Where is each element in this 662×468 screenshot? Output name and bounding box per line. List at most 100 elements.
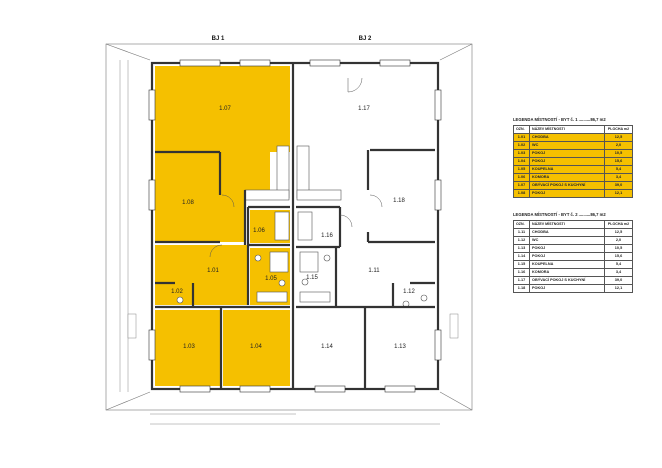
bathroom-fixtures	[176, 251, 428, 308]
legend-header-row: OZN. NÁZEV MÍSTNOSTI PLOCHA m2	[513, 125, 633, 134]
room-name: WC	[529, 141, 605, 150]
room-code: 1.08	[513, 189, 530, 198]
room-area: 39,0	[604, 276, 633, 285]
room-label: 1.05	[265, 276, 277, 282]
header-name: NÁZEV MÍSTNOSTI	[529, 125, 605, 134]
room-label: 1.14	[321, 344, 333, 350]
header-code: OZN.	[513, 125, 530, 134]
roof-outline	[105, 43, 473, 411]
room-area: 12,5	[604, 133, 633, 142]
header-code: OZN.	[513, 220, 530, 229]
walls	[150, 61, 440, 391]
room-code: 1.13	[513, 244, 530, 253]
room-label: 1.04	[250, 344, 262, 350]
room-label: 1.02	[171, 289, 183, 295]
room-name: CHODBA	[529, 228, 605, 237]
room-name: KOMORA	[529, 173, 605, 182]
room-label: 1.03	[183, 344, 195, 350]
door-swings	[209, 77, 383, 258]
room-labels: 1.07 1.08 1.06 1.01 1.02 1.05 1.03 1.04 …	[171, 106, 415, 350]
room-code: 1.05	[513, 165, 530, 174]
room-code: 1.15	[513, 260, 530, 269]
room-name: CHODBA	[529, 133, 605, 142]
room-area: 15,6	[604, 252, 633, 261]
room-code: 1.07	[513, 181, 530, 190]
room-name: POKOJ	[529, 252, 605, 261]
room-code: 1.02	[513, 141, 530, 150]
legend-header-row: OZN. NÁZEV MÍSTNOSTI PLOCHA m2	[513, 220, 633, 229]
room-label: 1.17	[358, 106, 370, 112]
room-label: 1.06	[253, 228, 265, 234]
room-area: 10,5	[604, 244, 633, 253]
room-area: 12,1	[604, 284, 633, 293]
room-name: KOUPELNA	[529, 165, 605, 174]
room-name: OBÝVACÍ POKOJ S KUCHYNÍ	[529, 276, 605, 285]
legend-unit-2: LEGENDA MÍSTNOSTÍ - BYT č. 2 ..........8…	[513, 212, 633, 293]
room-name: POKOJ	[529, 284, 605, 293]
unit-label-bj1: BJ 1	[212, 36, 225, 42]
room-code: 1.04	[513, 157, 530, 166]
room-code: 1.17	[513, 276, 530, 285]
room-label: 1.15	[306, 275, 318, 281]
room-area: 2,0	[604, 236, 633, 245]
room-area: 15,6	[604, 157, 633, 166]
unit-1-fill	[155, 66, 290, 386]
unit-label-bj2: BJ 2	[359, 36, 372, 42]
room-name: WC	[529, 236, 605, 245]
room-code: 1.06	[513, 173, 530, 182]
legend-title: LEGENDA MÍSTNOSTÍ - BYT č. 1 ..........8…	[513, 117, 606, 122]
room-name: OBÝVACÍ POKOJ S KUCHYNÍ	[529, 181, 605, 190]
room-area: 3,4	[604, 268, 633, 277]
header-area: PLOCHA m2	[604, 220, 633, 229]
windows	[148, 59, 442, 393]
room-name: POKOJ	[529, 157, 605, 166]
room-area: 3,4	[604, 173, 633, 182]
room-area: 5,4	[604, 260, 633, 269]
room-name: POKOJ	[529, 244, 605, 253]
room-label: 1.16	[321, 233, 333, 239]
room-area: 10,5	[604, 149, 633, 158]
room-code: 1.12	[513, 236, 530, 245]
room-label: 1.07	[219, 106, 231, 112]
room-code: 1.11	[513, 228, 530, 237]
room-name: POKOJ	[529, 149, 605, 158]
room-label: 1.01	[207, 268, 219, 274]
room-code: 1.18	[513, 284, 530, 293]
room-area: 39,0	[604, 181, 633, 190]
room-name: KOUPELNA	[529, 260, 605, 269]
room-name: KOMORA	[529, 268, 605, 277]
room-area: 5,4	[604, 165, 633, 174]
room-label: 1.13	[394, 344, 406, 350]
room-code: 1.01	[513, 133, 530, 142]
room-label: 1.11	[368, 268, 380, 274]
dimension-lines	[119, 60, 459, 425]
room-code: 1.14	[513, 252, 530, 261]
legend-unit-1: LEGENDA MÍSTNOSTÍ - BYT č. 1 ..........8…	[513, 117, 633, 198]
header-area: PLOCHA m2	[604, 125, 633, 134]
legend-title: LEGENDA MÍSTNOSTÍ - BYT č. 2 ..........8…	[513, 212, 606, 217]
room-area: 2,0	[604, 141, 633, 150]
header-name: NÁZEV MÍSTNOSTI	[529, 220, 605, 229]
room-area: 12,1	[604, 189, 633, 198]
room-area: 12,5	[604, 228, 633, 237]
room-name: POKOJ	[529, 189, 605, 198]
